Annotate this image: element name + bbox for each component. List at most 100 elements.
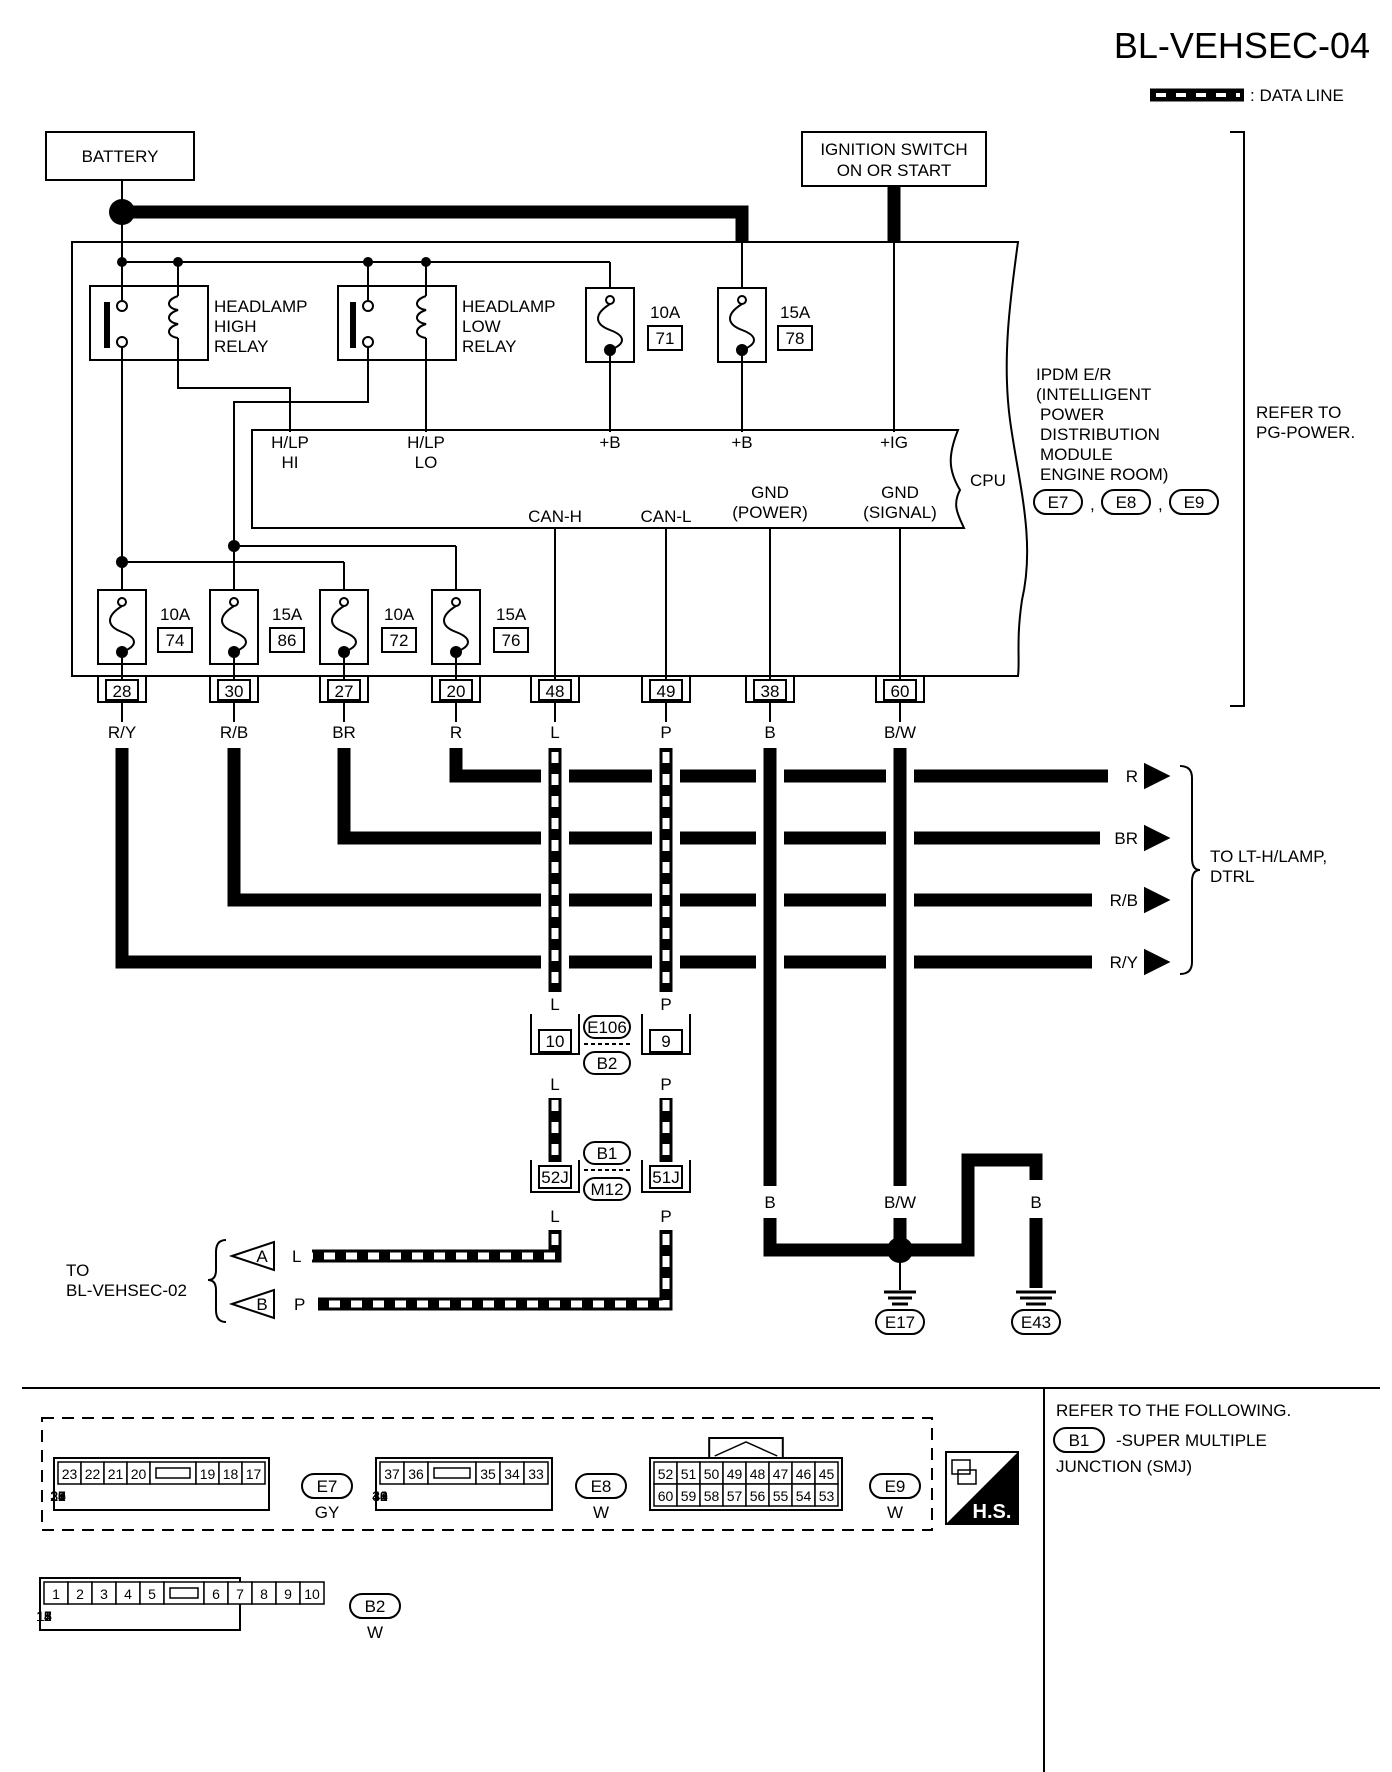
refer-box-line2: -SUPER MULTIPLE xyxy=(1116,1431,1267,1450)
ignition-label-1: IGNITION SWITCH xyxy=(820,140,967,159)
ref-arrow-b-label: B xyxy=(256,1295,267,1314)
fuse-78-num: 78 xyxy=(786,329,805,348)
wire-color-r: R xyxy=(450,723,462,742)
pin-49: 49 xyxy=(641,676,691,703)
output-label-ry: R/Y xyxy=(1110,953,1138,972)
ipdm-label-5: MODULE xyxy=(1040,445,1113,464)
cpu-term-b1: +B xyxy=(599,433,620,452)
ipdm-label-4: DISTRIBUTION xyxy=(1040,425,1160,444)
connector-pin-label: 10 xyxy=(304,1586,320,1602)
connector-pin-label: 59 xyxy=(681,1488,697,1504)
headlamp-low-relay xyxy=(337,262,457,361)
cpu-term-gnd-power-1: GND xyxy=(751,483,789,502)
connector-pin-label: 39 xyxy=(372,1488,388,1504)
pin-28-num: 28 xyxy=(113,682,132,701)
connector-pin-label: 41 xyxy=(372,1488,388,1504)
ref-a-color: L xyxy=(292,1247,301,1266)
cpu-term-gnd-power-2: (POWER) xyxy=(732,503,808,522)
ipdm-label-2: (INTELLIGENT xyxy=(1036,385,1151,404)
pin-30: 30 xyxy=(209,676,259,703)
connector-e8-color: W xyxy=(593,1503,609,1522)
ground-wire-bw: B/W xyxy=(884,1193,916,1212)
connector-pin-label: 7 xyxy=(236,1586,244,1602)
connector-b2-name: B2 xyxy=(365,1597,386,1616)
can-j1-pin-9: 9 xyxy=(661,1032,670,1051)
connector-pin-label: 37 xyxy=(384,1466,400,1482)
cpu-term-hlp-lo-1: H/LP xyxy=(407,433,445,452)
can-j2-conn-m12: M12 xyxy=(590,1180,623,1199)
connector-cell xyxy=(814,1483,839,1507)
data-line-legend-label: : DATA LINE xyxy=(1250,86,1344,105)
can-j1-top-p: P xyxy=(660,995,671,1014)
connector-pin-label: 13 xyxy=(36,1608,52,1624)
can-j2-pin-51j: 51J xyxy=(652,1168,679,1187)
connector-pin-label: 29 xyxy=(50,1488,66,1504)
battery-box xyxy=(45,131,195,181)
connector-pin-label: 22 xyxy=(85,1466,101,1482)
hs-label: H.S. xyxy=(973,1501,1012,1523)
connector-pin-label: 3 xyxy=(100,1586,108,1602)
wire-color-bw: B/W xyxy=(884,723,916,742)
connector-pin-label: 42 xyxy=(372,1488,388,1504)
ipdm-conn-e7: E7 xyxy=(1048,493,1069,512)
connector-pin-label: 34 xyxy=(504,1466,520,1482)
connector-pin-label: 21 xyxy=(108,1466,124,1482)
connector-pin-label: 5 xyxy=(148,1586,156,1602)
fuse-78-amp: 15A xyxy=(780,303,811,322)
cpu-term-hlp-hi-2: HI xyxy=(282,453,299,472)
connector-pin-label: 9 xyxy=(284,1586,292,1602)
connector-pin-label: 23 xyxy=(62,1466,78,1482)
pin-38: 38 xyxy=(745,676,795,703)
refer-box-conn: B1 xyxy=(1069,1431,1090,1450)
refer-pg-1: REFER TO xyxy=(1256,403,1341,422)
hs-badge: H.S. xyxy=(945,1451,1019,1525)
connector-e8-name: E8 xyxy=(591,1477,612,1496)
connector-cell xyxy=(299,1581,325,1605)
connector-pin-label: 17 xyxy=(246,1466,262,1482)
wire-color-l: L xyxy=(550,723,559,742)
connector-pin-label: 27 xyxy=(50,1488,66,1504)
connector-pin-label: 47 xyxy=(773,1466,789,1482)
relay-low-label-2: LOW xyxy=(462,317,501,336)
ipdm-conn-e9: E9 xyxy=(1184,493,1205,512)
fuse-86 xyxy=(209,589,259,665)
connector-pin-label: 46 xyxy=(796,1466,812,1482)
can-j1-top-l: L xyxy=(550,995,559,1014)
connector-pin-label: 60 xyxy=(658,1488,674,1504)
cpu-term-hlp-lo-2: LO xyxy=(415,453,438,472)
cpu-term-can-h: CAN-H xyxy=(528,507,582,526)
relay-low-label-1: HEADLAMP xyxy=(462,297,556,316)
connector-pin-label: 44 xyxy=(372,1488,388,1504)
ipdm-label-6: ENGINE ROOM) xyxy=(1040,465,1168,484)
ref-arrow-a-label: A xyxy=(256,1247,268,1266)
connector-pin-label: 25 xyxy=(50,1488,66,1504)
ground-wire-b3: B xyxy=(1030,1193,1041,1212)
data-line-legend: : DATA LINE xyxy=(1150,86,1344,105)
ground-symbol-e43: E43 xyxy=(1011,1290,1061,1335)
pin-20-num: 20 xyxy=(447,682,466,701)
fuse-76-amp: 15A xyxy=(496,605,527,624)
connector-pin-label: 51 xyxy=(681,1466,697,1482)
wire-color-rb: R/B xyxy=(220,723,248,742)
output-label-r: R xyxy=(1126,767,1138,786)
diagram-title: BL-VEHSEC-04 xyxy=(1114,25,1370,66)
connector-pin-label: 28 xyxy=(50,1488,66,1504)
fuse-78 xyxy=(717,242,767,432)
fuse-74-num: 74 xyxy=(166,631,185,650)
refer-box-line1: REFER TO THE FOLLOWING. xyxy=(1056,1401,1291,1420)
connector-pin-label: 36 xyxy=(408,1466,424,1482)
ipdm-label-1: IPDM E/R xyxy=(1036,365,1112,384)
output-label-br: BR xyxy=(1114,829,1138,848)
fuse-71-amp: 10A xyxy=(650,303,681,322)
cpu-term-hlp-hi-1: H/LP xyxy=(271,433,309,452)
connector-pin-label: 48 xyxy=(750,1466,766,1482)
fuse-76 xyxy=(431,589,481,665)
output-dest-2: DTRL xyxy=(1210,867,1254,886)
wire-color-ry: R/Y xyxy=(108,723,136,742)
ref-arrow-b xyxy=(228,1288,275,1320)
connector-pin-label: 4 xyxy=(124,1586,132,1602)
connector-pin-label: 31 xyxy=(50,1488,66,1504)
ground-e43-label: E43 xyxy=(1021,1313,1051,1332)
